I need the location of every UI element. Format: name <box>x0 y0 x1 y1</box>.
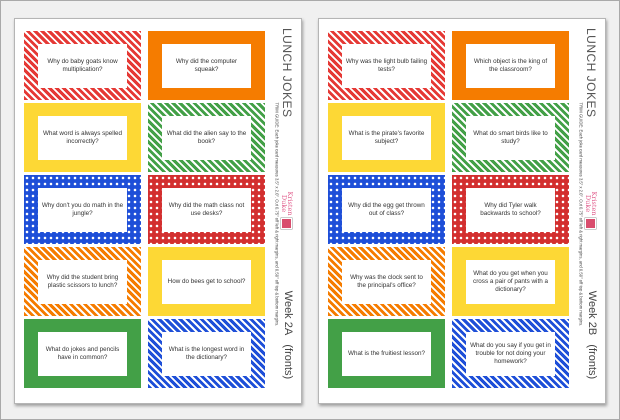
joke-card-inner: What word is always spelled incorrectly? <box>38 115 127 160</box>
joke-question: What is the fruitiest lesson? <box>348 349 425 357</box>
joke-question: Why did the math class not use desks? <box>168 201 245 217</box>
joke-sheet-week-2b: Why was the light bulb failing tests? Whi… <box>318 18 606 404</box>
joke-card-inner: Why did Tyler walk backwards to school? <box>466 187 555 232</box>
side-label: (fronts) <box>586 344 598 380</box>
joke-card-inner: What do smart birds like to study? <box>466 115 555 160</box>
joke-card: Why don't you do math in the jungle? <box>24 175 141 244</box>
joke-card-inner: Why did the computer squeak? <box>162 43 251 88</box>
joke-card-inner: Why did the student bring plastic scisso… <box>38 259 127 304</box>
joke-question: Why did the student bring plastic scisso… <box>46 273 119 289</box>
joke-card-inner: What do you say if you get in trouble fo… <box>466 331 555 376</box>
joke-question: How do bees get to school? <box>167 277 246 285</box>
joke-card-inner: Why don't you do math in the jungle? <box>38 187 127 232</box>
joke-card: What do you get when you cross a pair of… <box>452 247 569 316</box>
joke-question: Why was the light bulb failing tests? <box>345 57 428 73</box>
joke-card: How do bees get to school? <box>148 247 265 316</box>
joke-question: What do you get when you cross a pair of… <box>473 269 548 293</box>
joke-question: Why don't you do math in the jungle? <box>41 201 124 217</box>
joke-card-inner: Why did the math class not use desks? <box>162 187 251 232</box>
joke-card: What do jokes and pencils have in common… <box>24 319 141 388</box>
joke-card-inner: Which object is the king of the classroo… <box>466 43 555 88</box>
joke-card-inner: What do jokes and pencils have in common… <box>38 331 127 376</box>
joke-card-inner: What is the fruitiest lesson? <box>342 331 431 376</box>
joke-card-inner: What is the pirate's favorite subject? <box>342 115 431 160</box>
joke-card: Which object is the king of the classroo… <box>452 31 569 100</box>
joke-card: Why do baby goats know multiplication? <box>24 31 141 100</box>
side-label: (fronts) <box>282 344 294 380</box>
joke-card: What is the pirate's favorite subject? <box>328 103 445 172</box>
joke-question: Which object is the king of the classroo… <box>473 57 548 73</box>
joke-card: Why did the student bring plastic scisso… <box>24 247 141 316</box>
joke-question: Why did the computer squeak? <box>175 57 238 73</box>
joke-card: What do smart birds like to study? <box>452 103 569 172</box>
week-label: Week 2B (fronts) <box>586 280 598 390</box>
joke-card: Why did the egg get thrown out of class? <box>328 175 445 244</box>
brand-badge-icon <box>281 217 293 229</box>
joke-card-inner: Why was the light bulb failing tests? <box>342 43 431 88</box>
joke-question: Why did Tyler walk backwards to school? <box>480 201 541 217</box>
sheet-title: LUNCH JOKES <box>584 28 598 118</box>
week-label: Week 2A (fronts) <box>282 280 294 390</box>
joke-question: What do jokes and pencils have in common… <box>45 345 120 361</box>
week-number: Week 2A <box>282 290 294 336</box>
joke-question: What is the pirate's favorite subject? <box>348 129 425 145</box>
joke-question: Why did the egg get thrown out of class? <box>348 201 425 217</box>
joke-card: Why did the computer squeak? <box>148 31 265 100</box>
joke-card-inner: What do you get when you cross a pair of… <box>466 259 555 304</box>
joke-card: What is the longest word in the dictiona… <box>148 319 265 388</box>
joke-question: What do smart birds like to study? <box>473 129 548 145</box>
joke-question: What do you say if you get in trouble fo… <box>470 341 551 365</box>
joke-card: Why was the light bulb failing tests? <box>328 31 445 100</box>
brand-line-2: Duke <box>280 194 288 213</box>
joke-question: Why was the clock sent to the principal'… <box>350 273 423 289</box>
joke-card: What is the fruitiest lesson? <box>328 319 445 388</box>
week-number: Week 2B <box>586 290 598 336</box>
joke-card: Why was the clock sent to the principal'… <box>328 247 445 316</box>
joke-card-inner: Why did the egg get thrown out of class? <box>342 187 431 232</box>
joke-card-inner: How do bees get to school? <box>162 259 251 304</box>
joke-sheet-week-2a: Why do baby goats know multiplication? Wh… <box>14 18 302 404</box>
joke-card: Why did Tyler walk backwards to school? <box>452 175 569 244</box>
joke-question: What did the alien say to the book? <box>166 129 247 145</box>
joke-question: What word is always spelled incorrectly? <box>42 129 123 145</box>
joke-card-inner: What did the alien say to the book? <box>162 115 251 160</box>
joke-card: What did the alien say to the book? <box>148 103 265 172</box>
joke-question: Why do baby goats know multiplication? <box>47 57 118 73</box>
joke-card-inner: Why do baby goats know multiplication? <box>38 43 127 88</box>
joke-card: What do you say if you get in trouble fo… <box>452 319 569 388</box>
brand-line-2: Duke <box>584 194 592 213</box>
joke-card-inner: What is the longest word in the dictiona… <box>162 331 251 376</box>
joke-card: Why did the math class not use desks? <box>148 175 265 244</box>
joke-question: What is the longest word in the dictiona… <box>168 345 245 361</box>
joke-card-inner: Why was the clock sent to the principal'… <box>342 259 431 304</box>
sheet-title: LUNCH JOKES <box>280 28 294 118</box>
brand-badge-icon <box>585 217 597 229</box>
joke-card: What word is always spelled incorrectly? <box>24 103 141 172</box>
